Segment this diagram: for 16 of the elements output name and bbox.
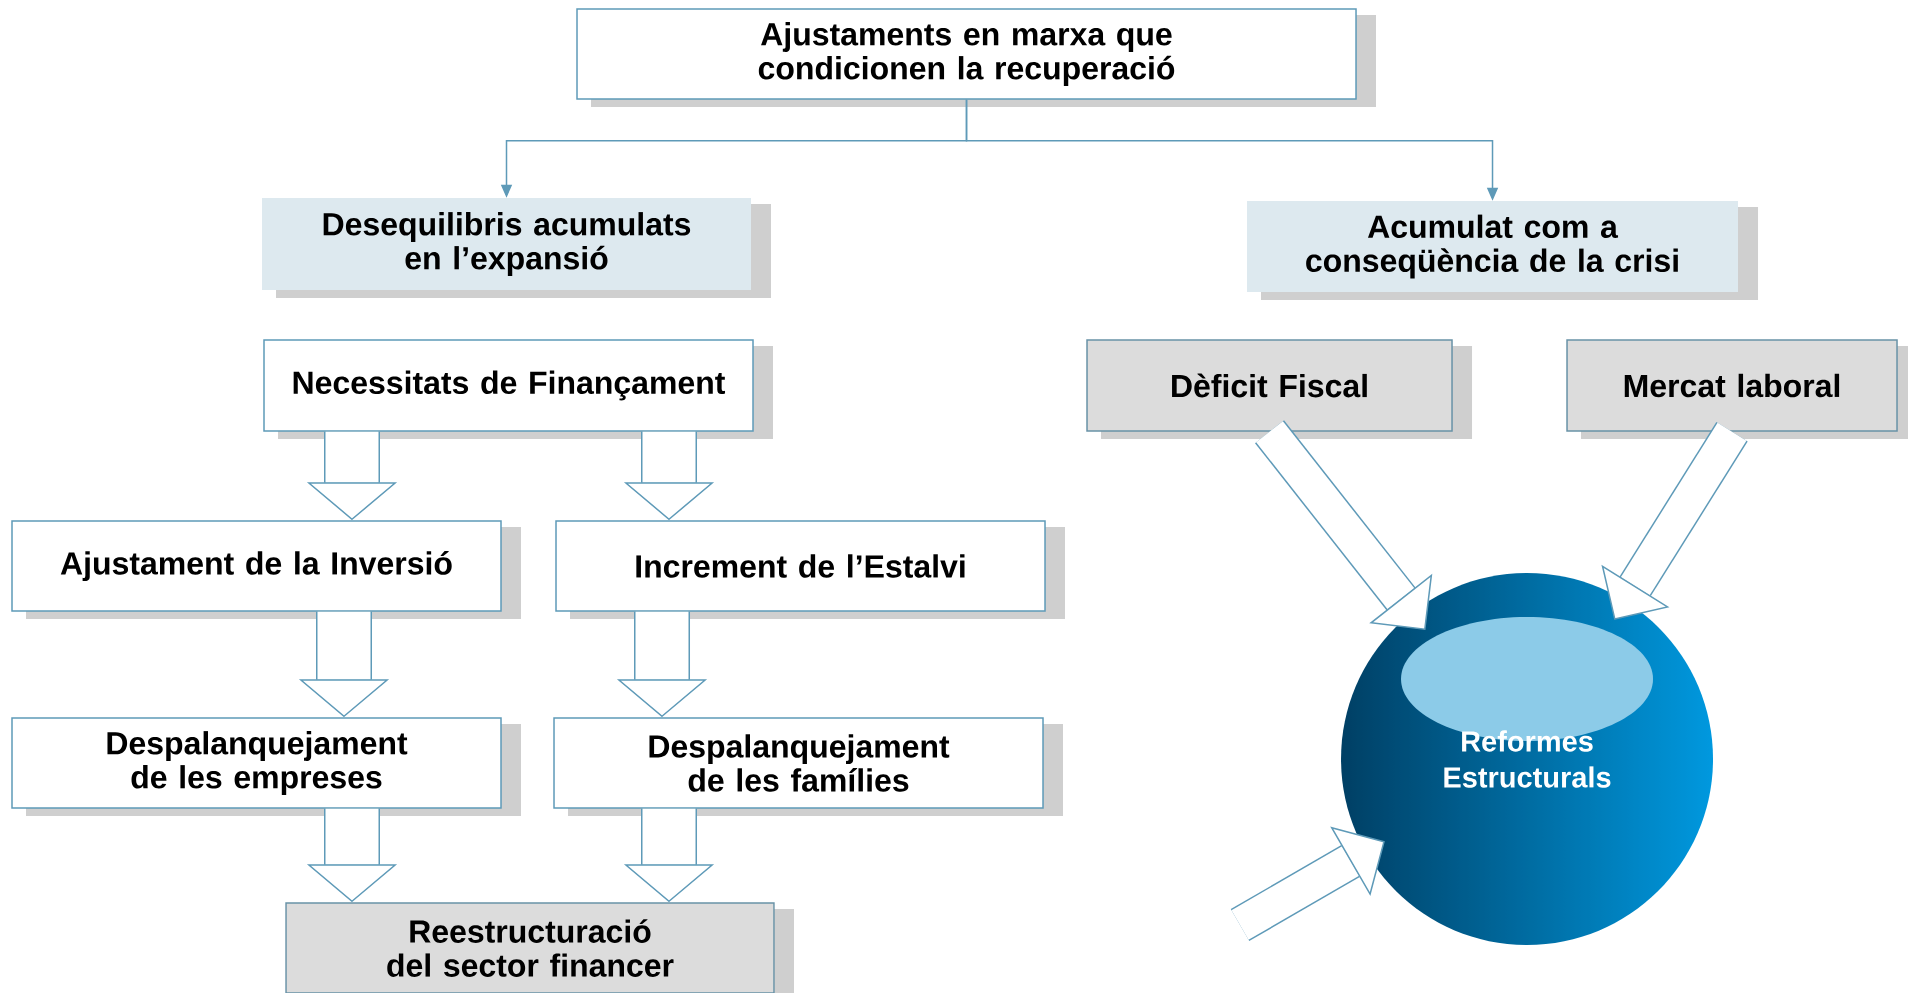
process-box: Despalanquejament de les empreses <box>11 717 521 816</box>
sphere: Reformes Estructurals <box>1401 617 1653 788</box>
hollow-arrow <box>1254 420 1433 630</box>
node-label: Estructurals <box>1444 766 1611 788</box>
process-box: Necessitats de Finançament <box>263 339 773 439</box>
process-box: Ajustament de la Inversió <box>11 520 521 619</box>
hollow-arrow <box>1230 826 1385 941</box>
process-box: Ajustaments en marxa que condicionen la recuperació <box>576 8 1376 107</box>
process-box: Increment de l’Estalvi <box>555 520 1065 619</box>
topic-box: Mercat laboral <box>1566 339 1908 439</box>
hollow-arrow <box>1601 421 1748 620</box>
process-box: Despalanquejament de les famílies <box>553 717 1063 816</box>
category-box: Acumulat com a conseqüència de la crisi <box>1247 201 1758 300</box>
category-box: Desequilibris acumulats en l’expansió <box>262 198 771 298</box>
topic-box: Dèficit Fiscal <box>1086 339 1472 439</box>
topic-box: Reestructuració del sector financer <box>285 902 794 993</box>
